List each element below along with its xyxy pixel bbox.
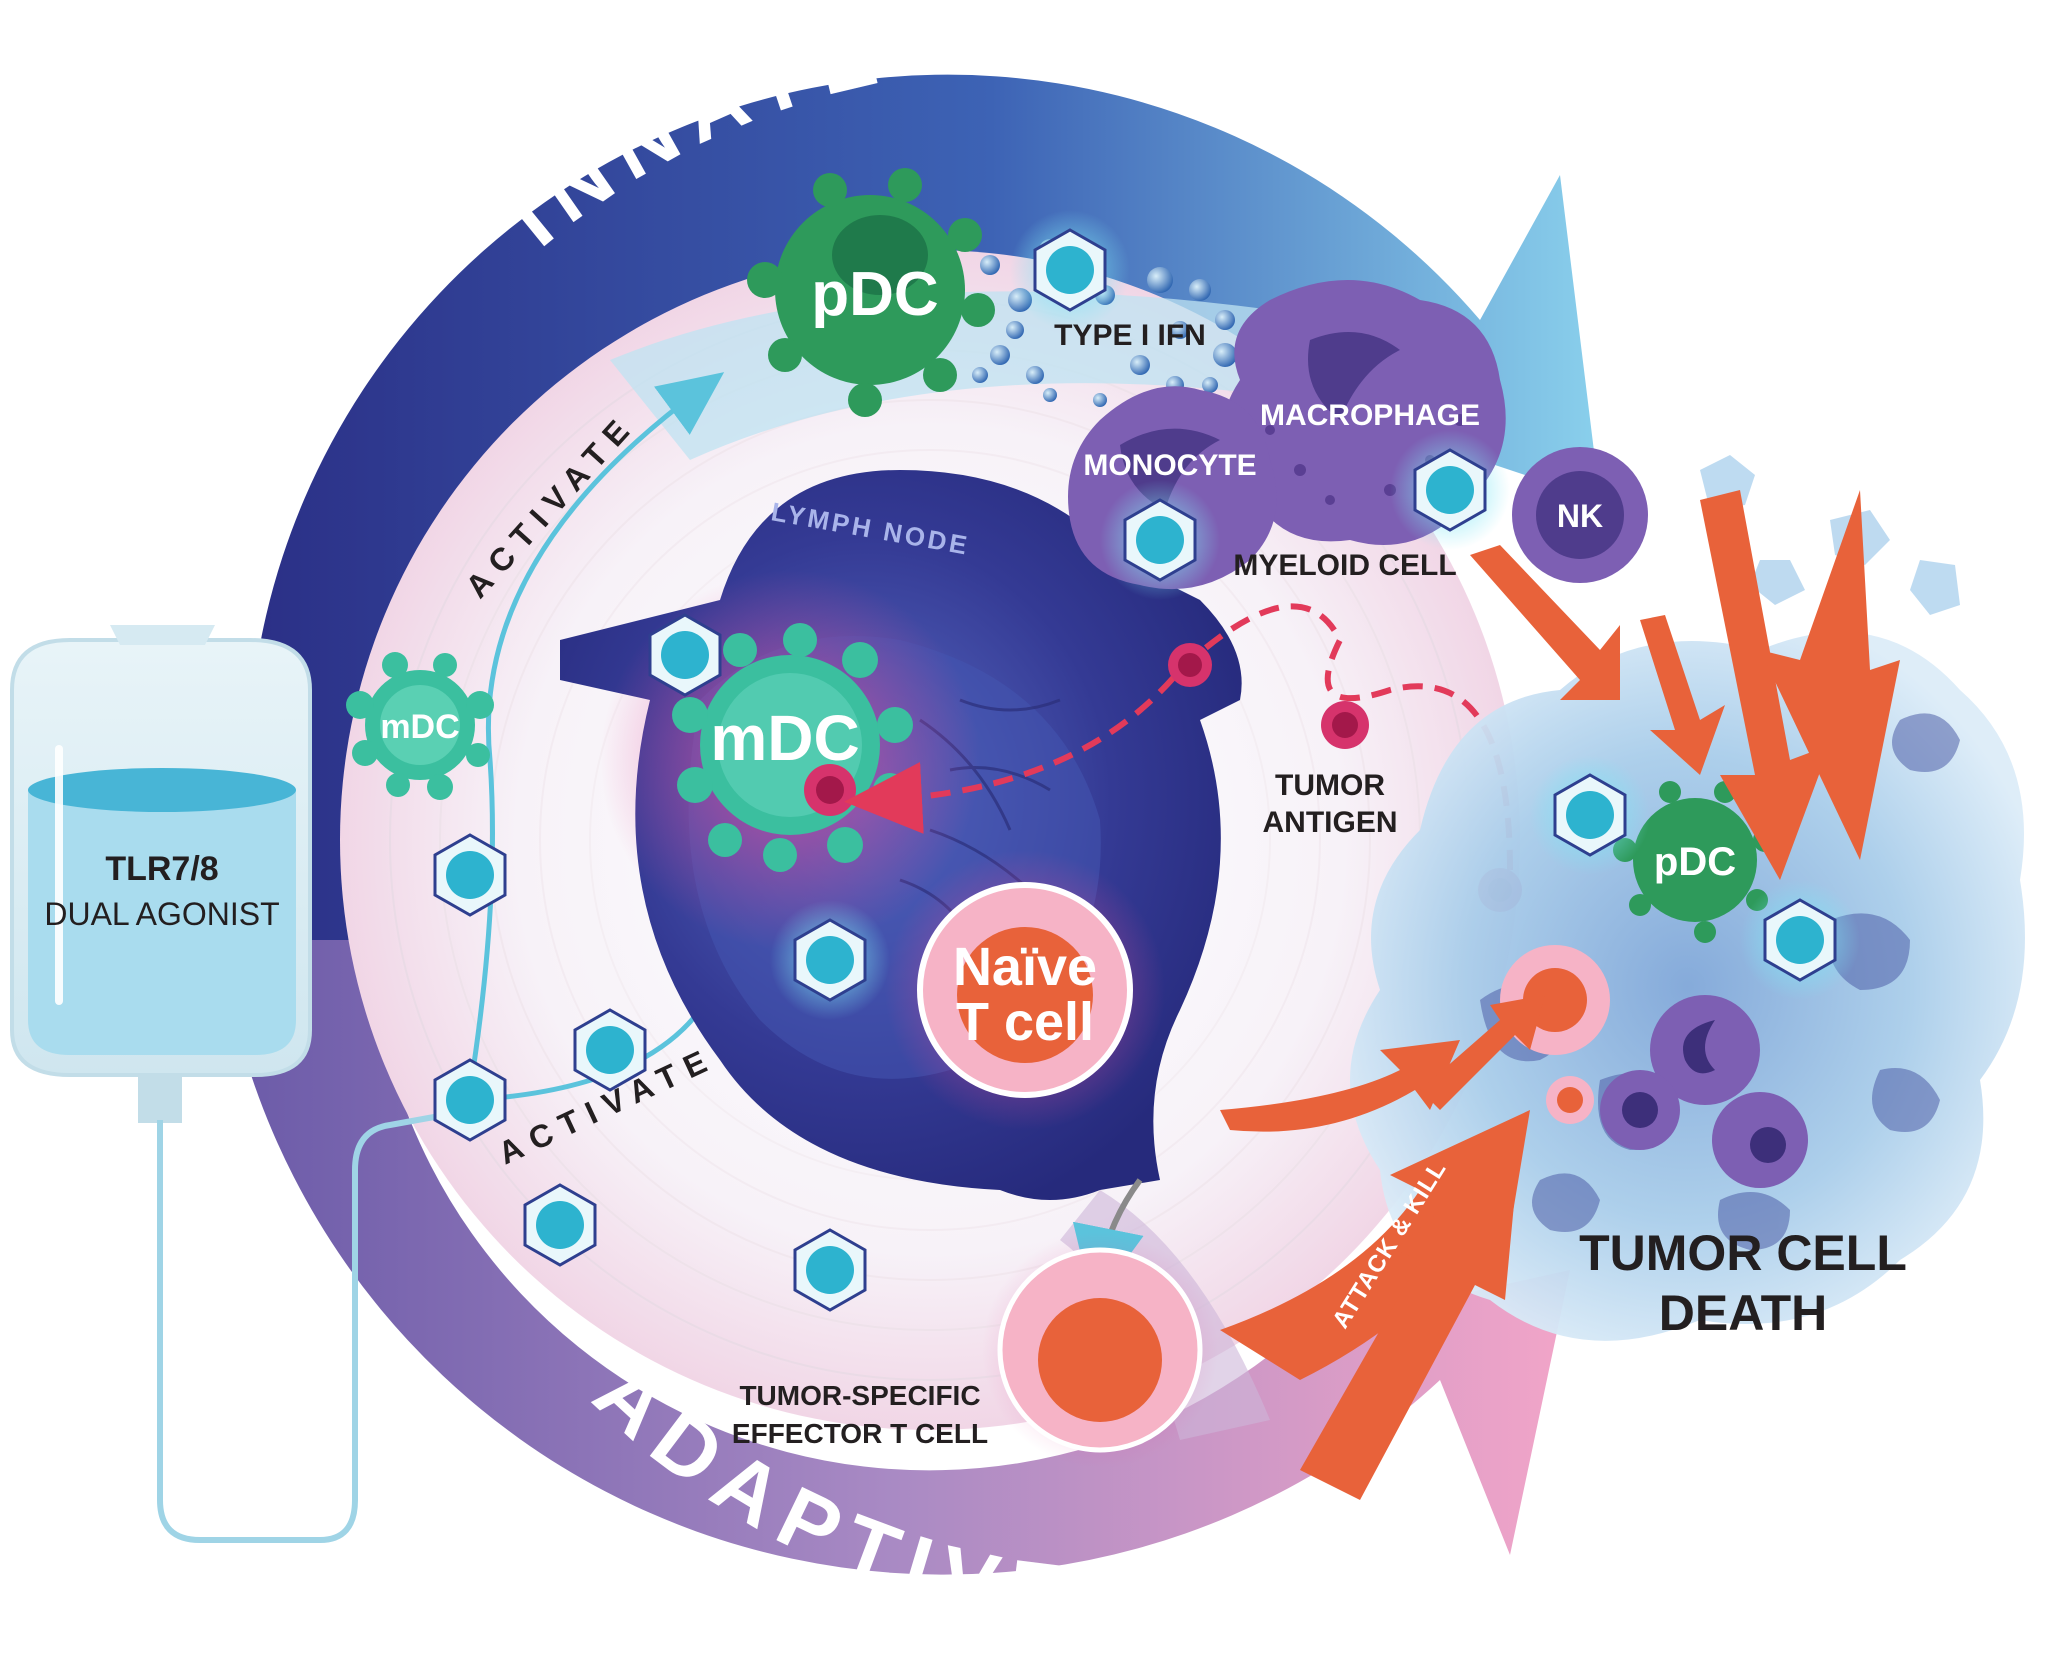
nk-label: NK — [1557, 498, 1603, 534]
agonist-molecule — [648, 613, 722, 697]
effector-t-cell-attacking — [1546, 1076, 1594, 1124]
tumor-pdc-label: pDC — [1654, 840, 1736, 884]
agonist-type: DUAL AGONIST — [44, 896, 279, 932]
agonist-molecule — [770, 900, 890, 1020]
naive-t-cell-line2: T cell — [956, 992, 1094, 1052]
agonist-name: TLR7/8 — [105, 850, 218, 888]
agonist-molecule — [1740, 880, 1860, 1000]
small-mdc-cell: mDC — [346, 652, 494, 800]
small-mdc-label: mDC — [380, 708, 459, 746]
agonist-molecule — [523, 1183, 597, 1267]
naive-t-cell-line1: Naïve — [953, 937, 1097, 997]
tumor-cell-death-line1: TUMOR CELL — [1579, 1225, 1907, 1281]
type-i-ifn-label: TYPE I IFN — [1054, 319, 1206, 352]
effector-t-cell — [982, 1178, 1218, 1468]
naive-t-cell: Naïve T cell — [885, 850, 1165, 1130]
tumor-antigen-label-line2: ANTIGEN — [1263, 806, 1398, 839]
effector-label-line2: EFFECTOR T CELL — [732, 1418, 988, 1449]
tumor-antigen-particle — [1168, 643, 1212, 687]
agonist-molecules — [433, 833, 867, 1312]
agonist-molecule — [793, 1228, 867, 1312]
macrophage-label: MACROPHAGE — [1260, 399, 1480, 432]
agonist-molecule — [1100, 480, 1220, 600]
iv-bag: TLR7/8 DUAL AGONIST — [10, 625, 446, 1543]
agonist-molecule — [1530, 755, 1650, 875]
tumor-cell-death-line2: DEATH — [1659, 1285, 1828, 1341]
monocyte-label: MONOCYTE — [1083, 449, 1256, 482]
nk-cell: NK — [1512, 447, 1648, 583]
lymph-mdc-label: mDC — [710, 702, 859, 774]
lymph-mdc-cell: mDC — [600, 570, 980, 950]
innate-attack-arrows — [1470, 490, 1900, 880]
effector-label-line1: TUMOR-SPECIFIC — [739, 1380, 980, 1411]
myeloid-cell-label: MYELOID CELL — [1233, 549, 1456, 582]
tumor-antigen-particle — [804, 764, 856, 816]
pdc-cell: pDC — [747, 168, 995, 417]
adaptive-attack-arrows — [1220, 995, 1545, 1500]
agonist-molecule — [1010, 210, 1130, 330]
pdc-label: pDC — [811, 260, 938, 329]
tumor-antigen-label-line1: TUMOR — [1275, 769, 1385, 802]
agonist-molecule — [1390, 430, 1510, 550]
agonist-molecule — [573, 1008, 647, 1092]
agonist-molecule — [433, 833, 507, 917]
tumor-antigen-particle — [1321, 701, 1369, 749]
agonist-molecule — [433, 1058, 507, 1142]
effector-t-cell-attacking — [1500, 945, 1610, 1055]
